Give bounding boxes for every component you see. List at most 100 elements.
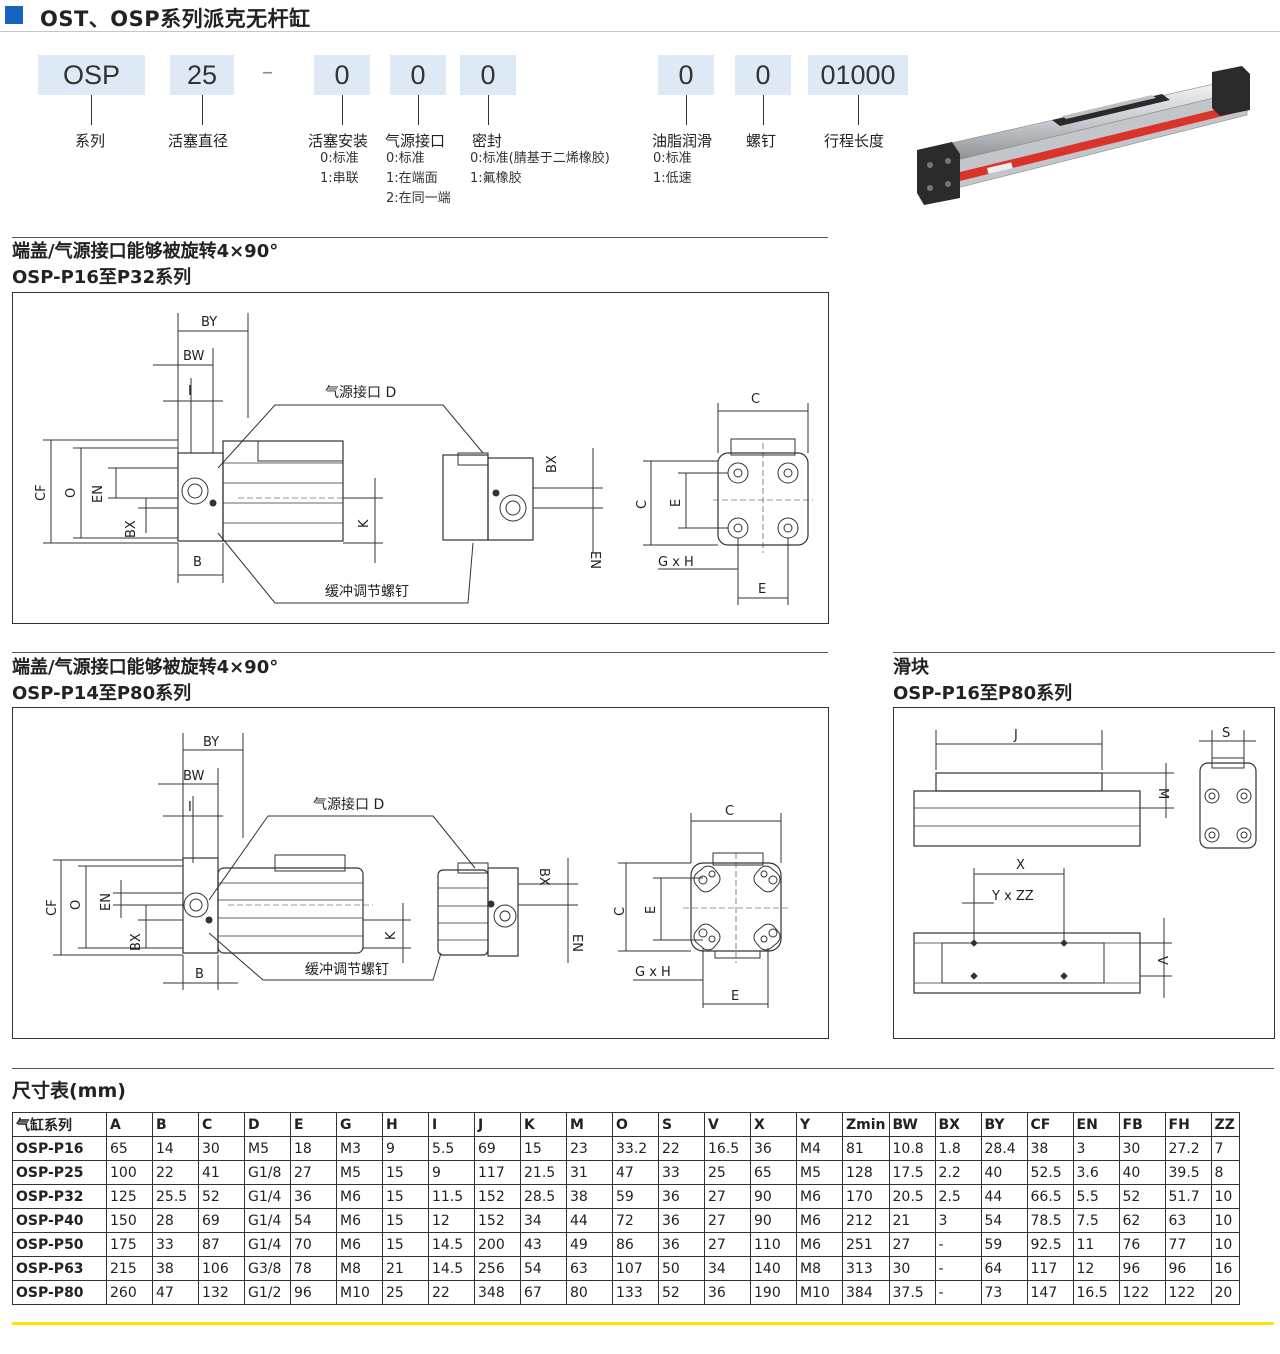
table-cell: G1/4 [244, 1232, 291, 1257]
table-cell: 152 [474, 1208, 521, 1233]
table-cell: - [934, 1232, 982, 1257]
table-cell: 9 [382, 1136, 429, 1161]
code-label-stroke: 行程长度 [824, 132, 885, 150]
table-cell: 348 [474, 1280, 521, 1305]
dim-J: J [1013, 728, 1018, 743]
dim-B: B [193, 555, 202, 570]
table-cell: 15 [520, 1136, 567, 1161]
table-header-cell: 气缸系列 [12, 1112, 107, 1137]
label-air-port: 气源接口 D [313, 796, 384, 813]
table-cell: 38 [1026, 1136, 1074, 1161]
table-cell: 52.5 [1026, 1160, 1074, 1185]
table-cell: M8 [336, 1256, 383, 1281]
code-piston-mount: 0 [314, 55, 370, 95]
table-cell: 11.5 [428, 1184, 475, 1209]
dim-EN-side: EN [569, 934, 584, 952]
table-header-cell: K [520, 1112, 567, 1137]
dim-EN: EN [91, 485, 106, 503]
table-cell: 33 [152, 1232, 199, 1257]
table-header-cell: ZZ [1210, 1112, 1240, 1137]
dim-BY: BY [203, 735, 219, 750]
table-cell: 30 [198, 1136, 245, 1161]
table-cell: 15 [382, 1160, 429, 1185]
dim-EN: EN [99, 893, 114, 911]
code-stem [858, 95, 859, 125]
table-cell: 54 [290, 1208, 337, 1233]
table-header-cell: BW [888, 1112, 936, 1137]
table-cell: 5.5 [1072, 1184, 1120, 1209]
table-cell: 36 [704, 1280, 751, 1305]
table-cell: 132 [198, 1280, 245, 1305]
table-cell: 2.2 [934, 1160, 982, 1185]
code-stem [418, 95, 419, 125]
table-cell: 78.5 [1026, 1208, 1074, 1233]
table-cell: 215 [106, 1256, 153, 1281]
table-cell: 73 [980, 1280, 1028, 1305]
table-cell: 59 [980, 1232, 1028, 1257]
code-bore: 25 [170, 55, 234, 95]
table-cell: 47 [612, 1160, 659, 1185]
row-series-cell: OSP-P80 [12, 1280, 107, 1305]
code-label-seal: 密封 [472, 132, 503, 150]
table-header-cell: BX [934, 1112, 982, 1137]
dim-BW: BW [183, 769, 204, 784]
table-cell: 30 [1118, 1136, 1166, 1161]
table-cell: G1/4 [244, 1184, 291, 1209]
table-cell: 25 [382, 1280, 429, 1305]
table-cell: 7.5 [1072, 1208, 1120, 1233]
table-cell: - [934, 1280, 982, 1305]
table-cell: 72 [612, 1208, 659, 1233]
table-cell: 96 [1118, 1256, 1166, 1281]
table-cell: 20.5 [888, 1184, 936, 1209]
table-cell: 16.5 [704, 1136, 751, 1161]
table-cell: 23 [566, 1136, 613, 1161]
table-header-cell: BY [980, 1112, 1028, 1137]
table-cell: 27 [290, 1160, 337, 1185]
row-series-cell: OSP-P32 [12, 1184, 107, 1209]
table-cell: 18 [290, 1136, 337, 1161]
table-cell: 22 [152, 1160, 199, 1185]
table-header-cell: S [658, 1112, 705, 1137]
page-title: OST、OSP系列派克无杆缸 [40, 7, 311, 31]
table-cell: 50 [658, 1256, 705, 1281]
code-screw: 0 [735, 55, 791, 95]
table-cell: M10 [336, 1280, 383, 1305]
table-cell: 90 [750, 1208, 797, 1233]
table-header-cell: D [244, 1112, 291, 1137]
table-header-cell: O [612, 1112, 659, 1137]
table-cell: M8 [796, 1256, 843, 1281]
table-title: 尺寸表(mm) [12, 1080, 126, 1102]
table-cell: 63 [566, 1256, 613, 1281]
table-cell: 20 [1210, 1280, 1240, 1305]
section-divider [12, 1068, 1274, 1069]
dim-BX-side: BX [545, 455, 560, 473]
table-cell: 87 [198, 1232, 245, 1257]
table-cell: 38 [566, 1184, 613, 1209]
table-cell: 128 [842, 1160, 890, 1185]
code-stem [342, 95, 343, 125]
section-divider [12, 237, 828, 238]
table-cell: M6 [796, 1184, 843, 1209]
label-air-port: 气源接口 D [325, 384, 396, 401]
table-header-cell: I [428, 1112, 475, 1137]
dim-C-side: C [613, 907, 628, 916]
table-header-cell: X [750, 1112, 797, 1137]
dim-GxH: G x H [658, 555, 694, 570]
table-cell: 122 [1164, 1280, 1212, 1305]
table-cell: 170 [842, 1184, 890, 1209]
table-cell: 140 [750, 1256, 797, 1281]
label-cushion-screw: 缓冲调节螺钉 [325, 584, 409, 600]
table-cell: 25 [704, 1160, 751, 1185]
code-label-bore: 活塞直径 [168, 132, 229, 150]
bottom-bar [12, 1322, 1274, 1325]
label-cushion-screw: 缓冲调节螺钉 [305, 962, 389, 978]
table-cell: M4 [796, 1136, 843, 1161]
table-cell: 10 [1210, 1232, 1240, 1257]
table-header-cell: H [382, 1112, 429, 1137]
table-cell: M6 [796, 1232, 843, 1257]
table-cell: 125 [106, 1184, 153, 1209]
